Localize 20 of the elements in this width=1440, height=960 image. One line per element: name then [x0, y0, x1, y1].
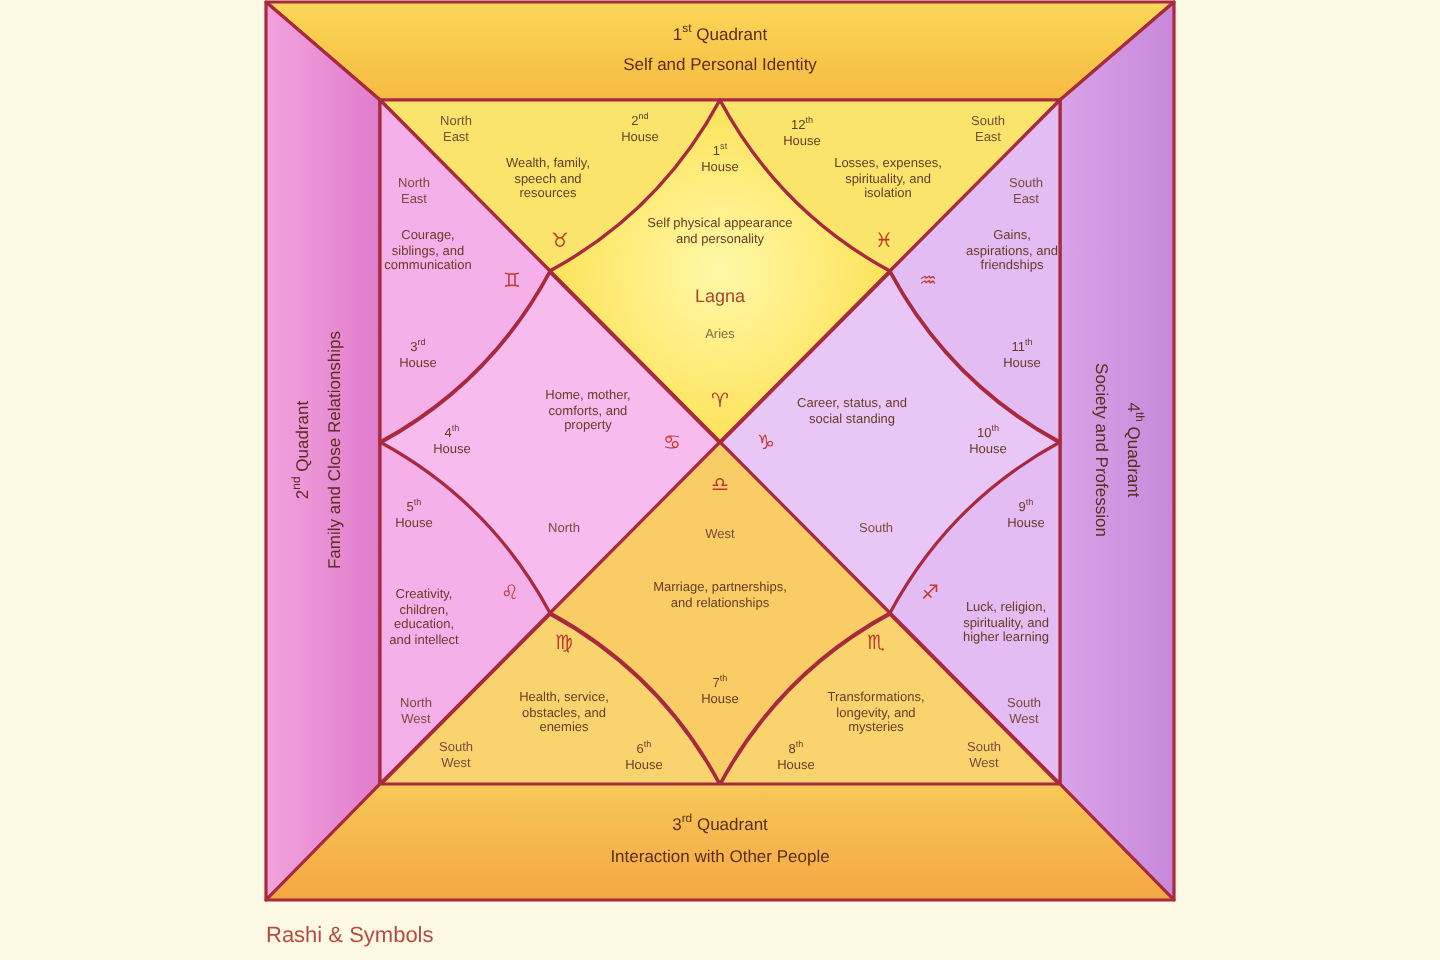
zodiac-symbol: ♑ [757, 433, 775, 455]
zodiac-symbol: ♍ [555, 633, 573, 655]
zodiac-symbol: ♌ [501, 583, 519, 605]
zodiac-symbol: ♈ [711, 391, 729, 413]
quadrant-title: 3$^{rd}$ Quadrant [672, 814, 768, 834]
zodiac-symbol: ♐ [921, 583, 939, 605]
zodiac-symbol: ♉ [551, 231, 569, 253]
ascendant-label: Lagna [694, 286, 746, 306]
zodiac-symbol: ♋ [663, 433, 681, 455]
zodiac-symbol: ♎ [711, 475, 729, 497]
quadrant-subtitle: Interaction with Other People [610, 846, 830, 866]
zodiac-symbol: ♏ [867, 633, 885, 655]
quadrant-subtitle: Self and Personal Identity [623, 54, 817, 74]
zodiac-symbol: ♒ [919, 271, 937, 293]
quadrant-subtitle: Family and Close Relationships [324, 330, 344, 570]
quadrant-subtitle: Society and Profession [1092, 363, 1112, 537]
zodiac-symbol: ♓ [875, 231, 893, 253]
caption: Rashi & Symbols [266, 924, 434, 948]
zodiac-symbol: ♊ [503, 271, 521, 293]
quadrant-title: 1$^{st}$ Quadrant [672, 24, 768, 44]
